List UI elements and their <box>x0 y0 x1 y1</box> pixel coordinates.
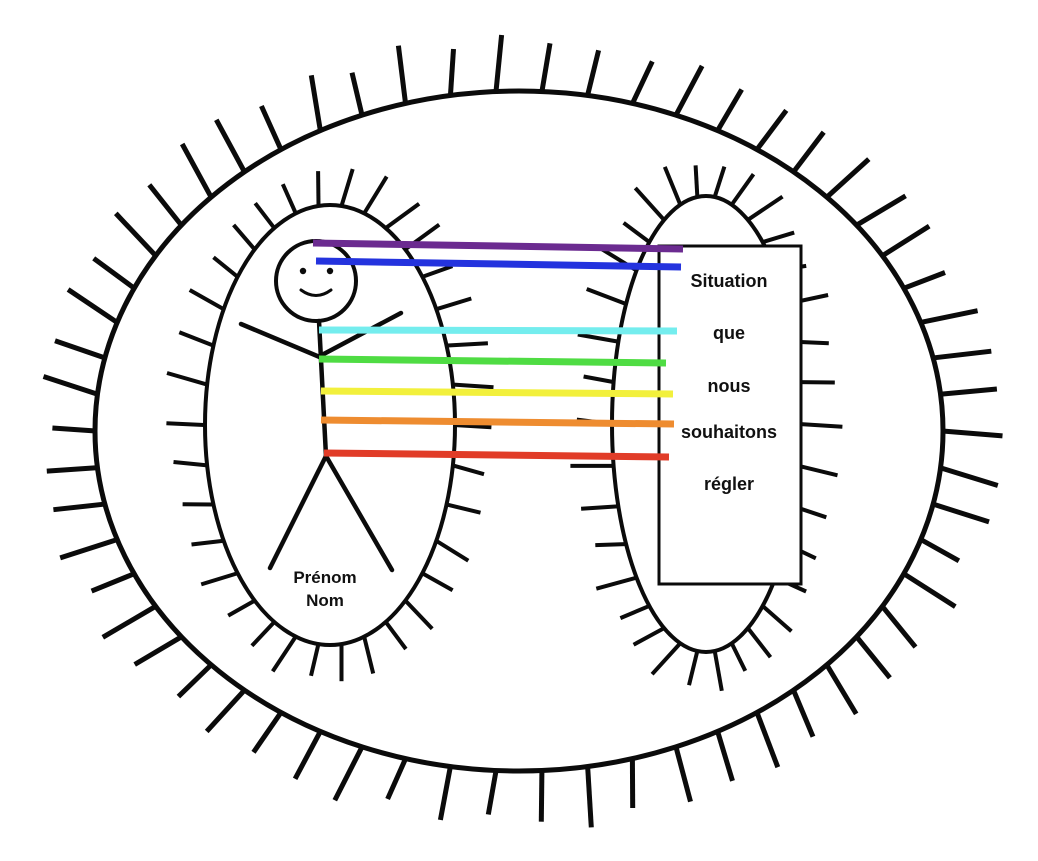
smiley-left-eye <box>299 267 307 275</box>
person-aura-ellipse <box>166 168 494 682</box>
person-label-line1: Prénom <box>293 568 356 587</box>
person-label-line2: Nom <box>306 591 344 610</box>
rainbow-cords <box>312 239 684 461</box>
person-label: Prénom Nom <box>293 568 356 610</box>
smiley-right-eye <box>326 267 334 275</box>
situation-label-line-5: régler <box>704 474 754 494</box>
cord-green <box>318 355 667 367</box>
stick-figure-head <box>274 239 358 323</box>
situation-label-line-3: nous <box>708 376 751 396</box>
cord-yellow <box>320 387 674 398</box>
cord-blue <box>315 257 682 271</box>
stick-figure-left-arm <box>238 321 325 361</box>
situation-label-line-4: souhaitons <box>681 422 777 442</box>
cord-cyan <box>318 326 678 335</box>
cord-red <box>323 449 670 461</box>
stick-figure-right-leg <box>323 453 395 573</box>
smiley-mouth <box>299 288 333 297</box>
situation-box <box>657 244 803 586</box>
stick-figure <box>238 239 404 573</box>
cord-orange <box>320 416 675 428</box>
situation-label-line-2: que <box>713 323 745 343</box>
situation-label-line-1: Situation <box>691 271 768 291</box>
cord-purple <box>312 239 684 253</box>
stick-figure-right-arm <box>317 310 404 359</box>
situation-label: Situation que nous souhaitons régler <box>681 271 777 494</box>
stick-figure-left-leg <box>267 453 329 571</box>
outer-aura-ellipse <box>42 34 1003 828</box>
